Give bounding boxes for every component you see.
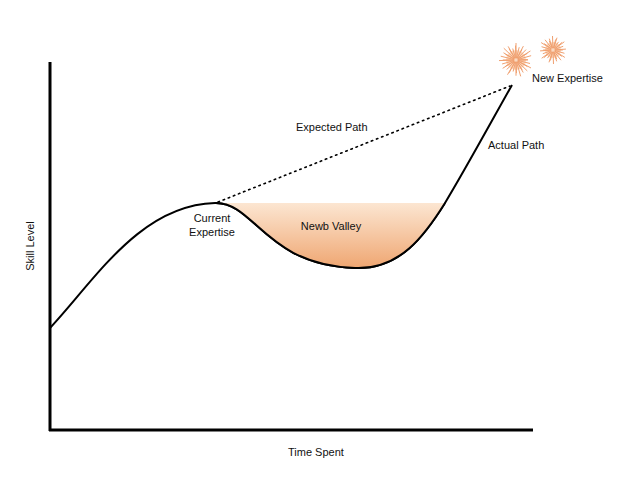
point-label: New Expertise bbox=[532, 71, 603, 85]
burst-ray bbox=[504, 48, 515, 58]
y-axis bbox=[49, 62, 52, 431]
burst-ray bbox=[549, 39, 552, 48]
burst-ray bbox=[508, 46, 515, 58]
burst-ray bbox=[555, 49, 566, 51]
burst-ray bbox=[542, 51, 552, 58]
burst-ray bbox=[555, 46, 563, 49]
burst-ray bbox=[553, 52, 554, 64]
burst-ray bbox=[540, 50, 551, 52]
burst-ray bbox=[554, 52, 557, 61]
axis-title: Skill Level bbox=[23, 221, 37, 271]
valley-shape bbox=[215, 203, 445, 268]
valley-fill bbox=[215, 200, 447, 270]
newb-valley-region: Newb Valley bbox=[215, 200, 447, 270]
path-label: Expected Path bbox=[296, 120, 368, 134]
burst-ray bbox=[518, 59, 528, 60]
burst-ray bbox=[543, 50, 551, 51]
region-label: Newb Valley bbox=[215, 219, 447, 233]
firework-burst bbox=[499, 36, 566, 76]
burst-ray bbox=[517, 62, 521, 76]
burst-ray bbox=[543, 51, 551, 54]
burst-ray bbox=[518, 60, 528, 61]
burst-ray bbox=[552, 36, 553, 48]
point-label: Current Expertise bbox=[180, 211, 244, 239]
burst-ray bbox=[518, 51, 531, 59]
burst-ray bbox=[516, 62, 517, 76]
burst-ray bbox=[503, 60, 514, 61]
burst-ray bbox=[518, 56, 531, 60]
burst-ray bbox=[555, 42, 565, 49]
burst-ray bbox=[502, 61, 514, 64]
burst-ray bbox=[503, 61, 515, 68]
x-axis bbox=[49, 429, 533, 432]
axis-title: Time Spent bbox=[288, 445, 344, 459]
path-label: Actual Path bbox=[488, 138, 544, 152]
actual-path-curve bbox=[50, 85, 512, 328]
burst-ray bbox=[499, 60, 514, 62]
expected-path-line bbox=[218, 86, 510, 202]
burst-ray bbox=[516, 43, 517, 58]
valley-curve bbox=[215, 203, 445, 268]
burst-ray bbox=[513, 49, 516, 59]
